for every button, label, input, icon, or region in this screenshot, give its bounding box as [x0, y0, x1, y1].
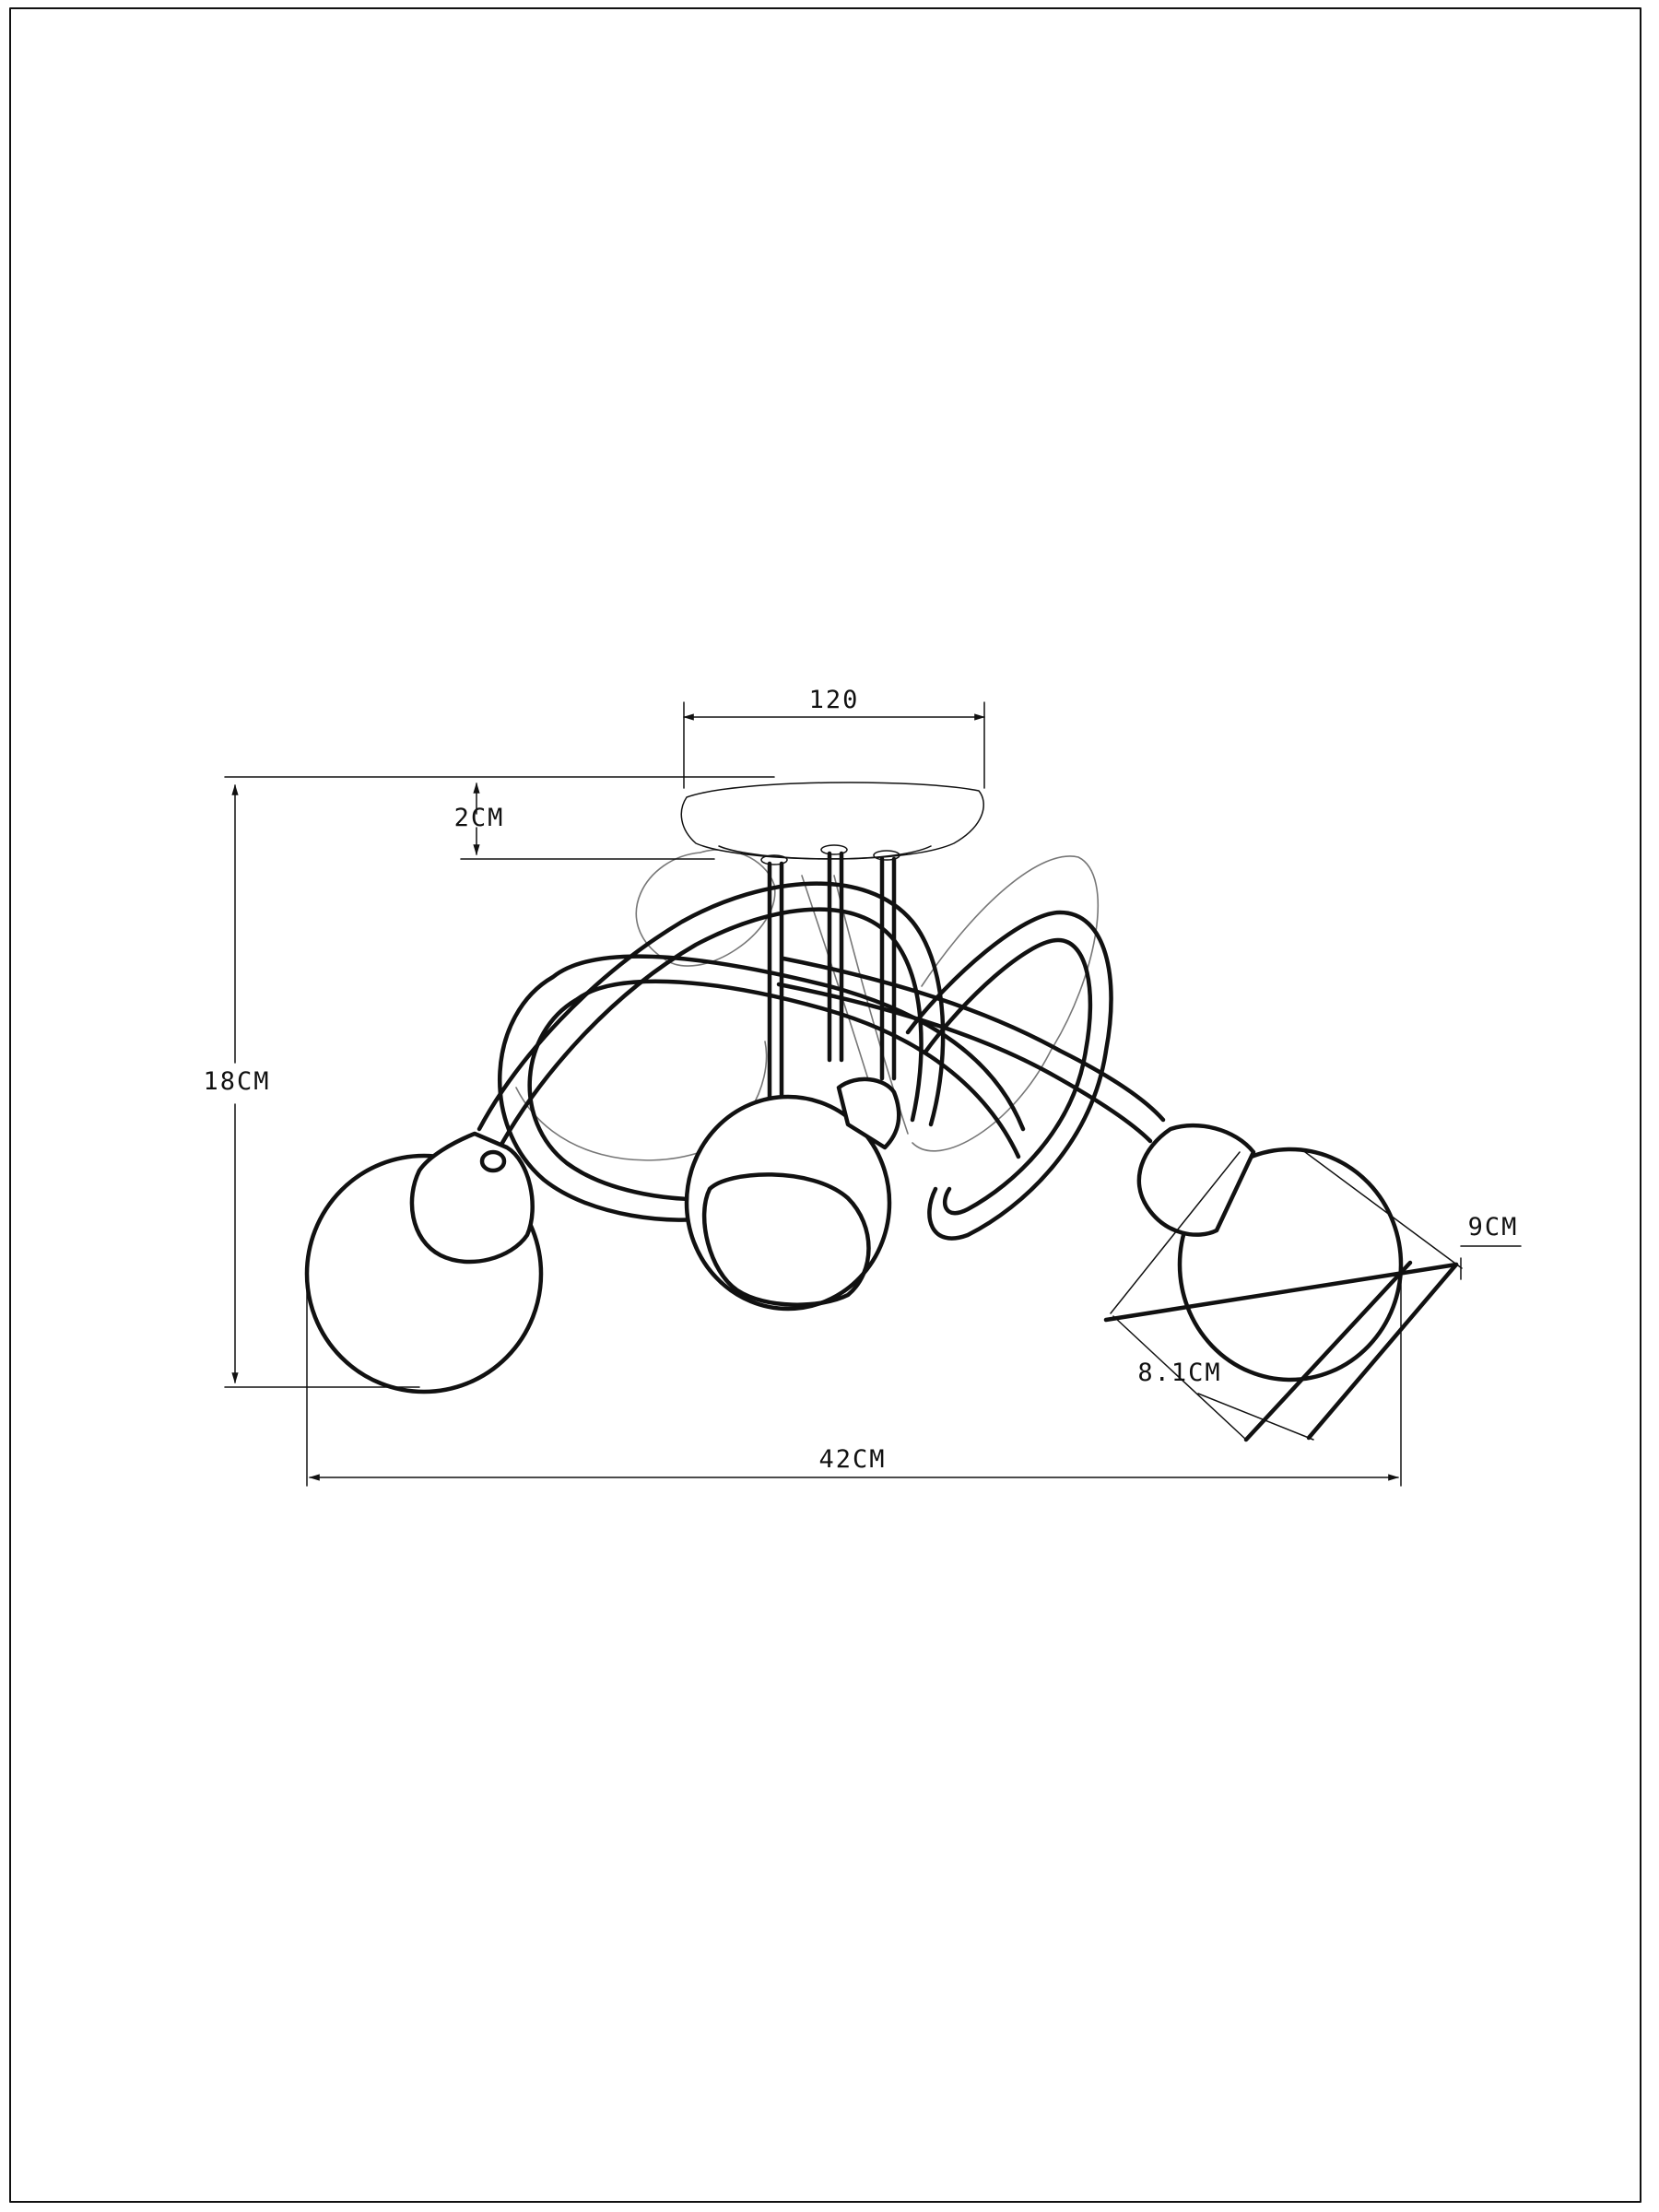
center-globe [684, 1077, 901, 1312]
ceiling-canopy [680, 782, 984, 860]
right-globe-arm-inner [776, 982, 1153, 1144]
sheet-border [9, 7, 1641, 2203]
canopy-hole-2 [820, 844, 848, 855]
faint-back-arm-left [635, 849, 776, 967]
dim-total-height: 18CM [203, 783, 420, 1388]
right-lamp-holder [1136, 1123, 1256, 1237]
faint-lower-loop [515, 1041, 768, 1161]
dim-total-height-label: 18CM [203, 1067, 270, 1096]
dim-canopy-width: 120 [682, 686, 986, 789]
right-loop-arm-outer [905, 910, 1113, 1241]
dim-total-width: 42CM [306, 1271, 1402, 1487]
dim-shade-inner-label: 8.1CM [1137, 1359, 1221, 1387]
right-globe [1136, 1123, 1404, 1382]
left-lamp-holder [409, 1131, 535, 1265]
dim-shade-outer-label: 9CM [1468, 1213, 1519, 1241]
dim-shade-outer: 9CM [1103, 1148, 1522, 1441]
dimensions: 120 2CM 18CM 42CM [203, 686, 1522, 1487]
canopy-hole-3 [873, 850, 900, 861]
dim-canopy-height: 2CM [224, 776, 775, 860]
left-globe [304, 1131, 544, 1394]
dim-total-width-label: 42CM [818, 1445, 886, 1474]
left-globe-arm-outer [477, 881, 946, 1132]
dim-shade-inner: 8.1CM [1112, 1260, 1413, 1442]
center-lamp-holder [836, 1077, 901, 1150]
right-globe-arm-outer [781, 956, 1166, 1123]
ceiling-lamp-drawing [304, 782, 1404, 1394]
right-loop-arm-inner [924, 937, 1093, 1216]
dim-canopy-height-label: 2CM [454, 804, 505, 832]
canopy-hole-1 [760, 854, 788, 865]
canopy-base-ring [718, 845, 932, 860]
center-globe-opening [701, 1172, 871, 1307]
dim-canopy-width-label: 120 [809, 686, 860, 714]
